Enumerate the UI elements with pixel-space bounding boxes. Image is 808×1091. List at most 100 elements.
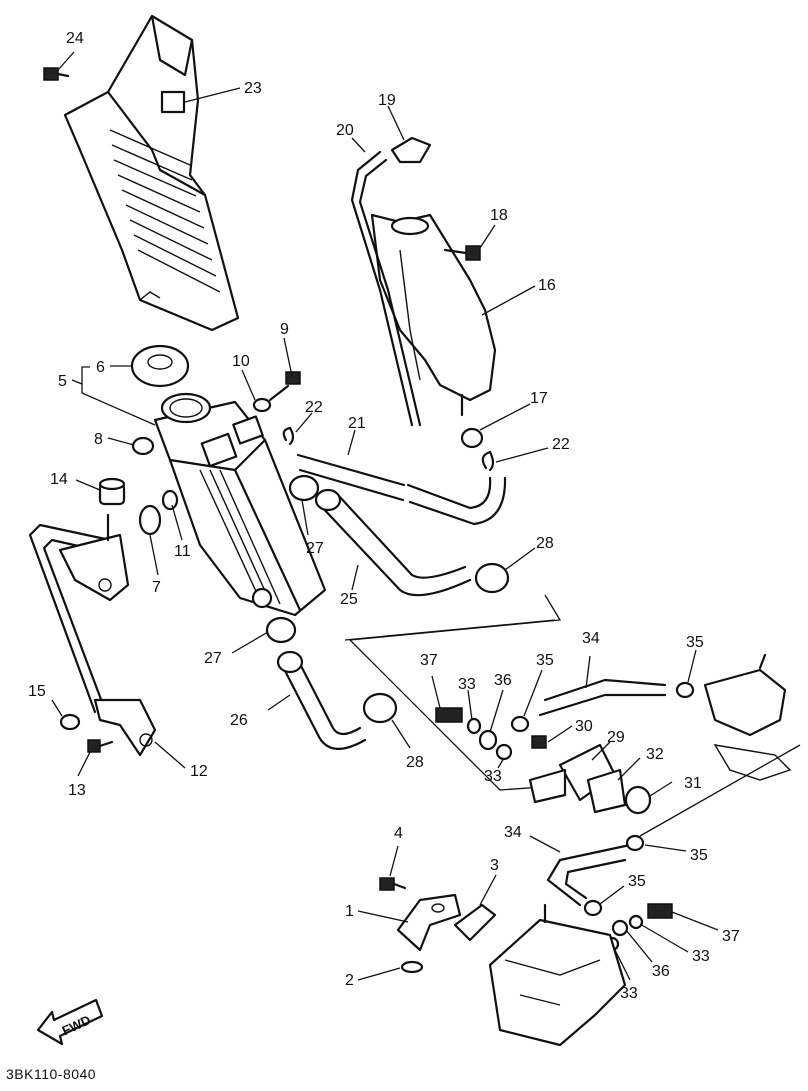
bolt-37-part <box>435 707 463 723</box>
clamp-35b-part <box>675 681 695 699</box>
washer-10-part <box>252 397 272 413</box>
clip-22b-part <box>282 426 295 446</box>
callout-35a: 35 <box>536 652 554 669</box>
pipe-34-part <box>538 678 667 907</box>
callout-2: 2 <box>345 972 354 989</box>
callout-10: 10 <box>232 353 250 370</box>
tank-cap-19-part <box>390 136 432 164</box>
clamp-27-part <box>265 474 320 644</box>
plug-36-part <box>478 729 498 751</box>
callout-22a: 22 <box>305 399 323 416</box>
callout-35c: 35 <box>690 847 708 864</box>
callout-20: 20 <box>336 122 354 139</box>
bolt-24-part <box>43 67 70 81</box>
gasket-3-part <box>453 903 497 942</box>
callout-37a: 37 <box>420 652 438 669</box>
callout-33b: 33 <box>484 768 502 785</box>
bolt-18-part <box>443 245 481 261</box>
callout-12: 12 <box>190 763 208 780</box>
washer-33c-part <box>628 914 644 930</box>
cylinder-head-part <box>488 903 627 1047</box>
callout-3: 3 <box>490 857 499 874</box>
callout-32: 32 <box>646 746 664 763</box>
grommet-8-part <box>131 436 155 456</box>
hose-21-part <box>296 453 507 526</box>
callout-21: 21 <box>348 415 366 432</box>
radiator-cap-part <box>130 344 190 388</box>
union-29-part <box>528 743 627 814</box>
callout-29: 29 <box>607 729 625 746</box>
clamp-35c-part <box>625 834 645 852</box>
grommet-7-part <box>138 489 179 536</box>
callout-17: 17 <box>530 390 548 407</box>
clamp-35d-part <box>583 899 603 917</box>
callout-6: 6 <box>96 359 105 376</box>
bracket-12-part <box>28 513 157 757</box>
callout-34b: 34 <box>504 824 522 841</box>
callout-13: 13 <box>68 782 86 799</box>
callout-1: 1 <box>345 903 354 920</box>
fwd-arrow-icon: FWD <box>36 998 104 1046</box>
callout-33d: 33 <box>620 985 638 1002</box>
callout-27a: 27 <box>306 540 324 557</box>
hose-26-part <box>276 650 367 750</box>
grommet-17-part <box>460 427 484 449</box>
callout-4: 4 <box>394 825 403 842</box>
callout-labels: 1 2 3 4 5 6 7 8 9 10 11 12 13 14 15 16 1… <box>28 30 740 1002</box>
detail-outline <box>344 594 562 791</box>
seal-31-part <box>624 785 652 815</box>
callout-33a: 33 <box>458 676 476 693</box>
callout-27b: 27 <box>204 650 222 667</box>
washer-33b-part <box>495 743 513 761</box>
callout-33c: 33 <box>692 948 710 965</box>
clamp-35-part <box>510 715 530 733</box>
callout-28a: 28 <box>536 535 554 552</box>
washer-33-part <box>466 717 482 735</box>
callout-11: 11 <box>174 543 191 560</box>
collar-14-part <box>98 477 126 506</box>
callout-36b: 36 <box>652 963 670 980</box>
clamp-28-part <box>362 562 510 724</box>
hose-25-part <box>314 488 472 597</box>
callout-24: 24 <box>66 30 84 47</box>
callout-14: 14 <box>50 471 68 488</box>
callout-16: 16 <box>538 277 556 294</box>
callout-35b: 35 <box>686 634 704 651</box>
clip-22-part <box>481 450 495 472</box>
radiator-cover-part <box>63 14 240 332</box>
plug-36b-part <box>611 919 629 937</box>
callout-34a: 34 <box>582 630 600 647</box>
callout-35d: 35 <box>628 873 646 890</box>
callout-36a: 36 <box>494 672 512 689</box>
nut-15-part <box>59 713 81 731</box>
bolt-30-part <box>531 735 547 749</box>
callout-30: 30 <box>575 718 593 735</box>
bolt-37b-part <box>647 903 673 919</box>
callout-7: 7 <box>152 579 161 596</box>
overflow-pipe-20-part <box>350 150 422 427</box>
callout-18: 18 <box>490 207 508 224</box>
callout-25: 25 <box>340 591 358 608</box>
callout-8: 8 <box>94 431 103 448</box>
callout-26: 26 <box>230 712 248 729</box>
drawing-code: 3BK110-8040 <box>6 1066 97 1082</box>
bolt-4-part <box>379 877 407 891</box>
engine-fitting-part <box>703 653 792 781</box>
callout-15: 15 <box>28 683 46 700</box>
callout-31: 31 <box>684 775 702 792</box>
callout-23: 23 <box>244 80 262 97</box>
detail-outline-2 <box>639 744 801 837</box>
bolt-13-part <box>87 739 114 753</box>
callout-5: 5 <box>58 373 67 390</box>
callout-28b: 28 <box>406 754 424 771</box>
callout-22b: 22 <box>552 436 570 453</box>
radiator-part <box>153 392 327 617</box>
o-ring-2-part <box>400 960 424 974</box>
callout-9: 9 <box>280 321 289 338</box>
outlet-pipe-1-part <box>396 893 462 952</box>
callout-37b: 37 <box>722 928 740 945</box>
leader-lines <box>51 51 719 981</box>
bolt-9-part <box>268 371 301 402</box>
callout-19: 19 <box>378 92 396 109</box>
